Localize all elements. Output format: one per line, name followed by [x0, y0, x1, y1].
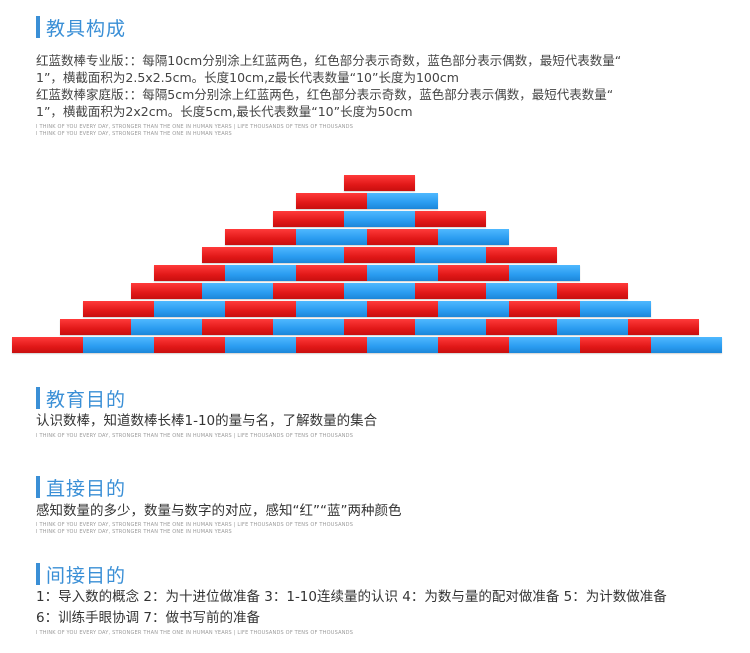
- purpose-header: 教育目的: [36, 385, 126, 411]
- red-segment: [343, 247, 415, 263]
- number-rod-1: [343, 175, 415, 191]
- number-rod-7: [130, 283, 628, 299]
- number-rod-5: [201, 247, 557, 263]
- composition-line-1: 红蓝数棒专业版：：每隔10cm分别涂上红蓝两色，红色部分表示奇数，蓝色部分表示偶…: [36, 53, 622, 68]
- number-rod-10: [12, 337, 722, 353]
- section-marker: [36, 387, 40, 409]
- purpose-title: 教育目的: [46, 388, 127, 411]
- blue-segment: [83, 337, 154, 353]
- red-segment: [343, 175, 415, 191]
- number-rod-8: [83, 301, 651, 317]
- composition-line-4: 1”，横截面积为2x2cm。长度5cm,最长代表数量“10”长度为50cm: [36, 104, 413, 119]
- red-segment: [367, 229, 438, 245]
- red-segment: [556, 283, 628, 299]
- red-segment: [201, 319, 273, 335]
- number-rod-2: [296, 193, 438, 209]
- red-segment: [272, 211, 344, 227]
- decor-caption: I THINK OF YOU EVERY DAY, STRONGER THAN …: [36, 124, 354, 130]
- blue-segment: [225, 265, 296, 281]
- composition-line-2: 1”，横截面积为2.5x2.5cm。长度10cm,z最长代表数量“10”长度为1…: [36, 70, 459, 85]
- decor-caption: I THINK OF YOU EVERY DAY, STRONGER THAN …: [36, 522, 354, 528]
- purpose-text: 认识数棒，知道数棒长棒1-10的量与名，了解数量的集合: [36, 413, 378, 429]
- red-segment: [296, 193, 367, 209]
- decor-caption: I THINK OF YOU EVERY DAY, STRONGER THAN …: [36, 131, 232, 137]
- composition-header: 教具构成: [36, 14, 126, 40]
- blue-segment: [201, 283, 273, 299]
- blue-segment: [296, 229, 367, 245]
- red-segment: [130, 283, 202, 299]
- red-segment: [154, 265, 225, 281]
- red-segment: [580, 337, 651, 353]
- red-segment: [154, 337, 225, 353]
- red-segment: [485, 247, 557, 263]
- blue-segment: [272, 247, 344, 263]
- red-segment: [367, 301, 438, 317]
- direct-title: 直接目的: [46, 477, 127, 500]
- blue-segment: [485, 283, 557, 299]
- red-segment: [485, 319, 557, 335]
- blue-segment: [343, 283, 415, 299]
- section-marker: [36, 563, 40, 585]
- blue-segment: [367, 193, 438, 209]
- number-rod-6: [154, 265, 580, 281]
- blue-segment: [414, 319, 486, 335]
- blue-segment: [130, 319, 202, 335]
- indirect-line-2: 6：训练手眼协调 7：做书写前的准备: [36, 610, 260, 626]
- blue-segment: [367, 337, 438, 353]
- number-rod-3: [272, 211, 486, 227]
- composition-line-3: 红蓝数棒家庭版：：每隔5cm分别涂上红蓝两色，红色部分表示奇数，蓝色部分表示偶数…: [36, 87, 614, 102]
- decor-caption: I THINK OF YOU EVERY DAY, STRONGER THAN …: [36, 433, 354, 439]
- blue-segment: [154, 301, 225, 317]
- blue-segment: [272, 319, 344, 335]
- section-marker: [36, 16, 40, 38]
- direct-text: 感知数量的多少，数量与数字的对应，感知“红”“蓝”两种颜色: [36, 503, 402, 519]
- indirect-title: 间接目的: [46, 564, 127, 587]
- blue-segment: [367, 265, 438, 281]
- red-segment: [59, 319, 131, 335]
- composition-title: 教具构成: [46, 17, 127, 40]
- blue-segment: [556, 319, 628, 335]
- blue-segment: [438, 301, 509, 317]
- blue-segment: [438, 229, 509, 245]
- indirect-header: 间接目的: [36, 561, 126, 587]
- red-segment: [509, 301, 580, 317]
- number-rod-4: [225, 229, 509, 245]
- red-segment: [296, 337, 367, 353]
- red-segment: [627, 319, 699, 335]
- blue-segment: [225, 337, 296, 353]
- red-segment: [201, 247, 273, 263]
- red-segment: [414, 211, 486, 227]
- blue-segment: [414, 247, 486, 263]
- indirect-line-1: 1：导入数的概念 2：为十进位做准备 3：1-10连续量的认识 4：为数与量的配…: [36, 589, 667, 605]
- red-segment: [438, 337, 509, 353]
- red-segment: [12, 337, 83, 353]
- red-segment: [83, 301, 154, 317]
- red-segment: [343, 319, 415, 335]
- blue-segment: [509, 265, 580, 281]
- red-segment: [225, 229, 296, 245]
- red-segment: [296, 265, 367, 281]
- section-marker: [36, 476, 40, 498]
- blue-segment: [343, 211, 415, 227]
- blue-segment: [296, 301, 367, 317]
- blue-segment: [580, 301, 651, 317]
- decor-caption: I THINK OF YOU EVERY DAY, STRONGER THAN …: [36, 529, 232, 535]
- blue-segment: [651, 337, 722, 353]
- blue-segment: [509, 337, 580, 353]
- number-rod-9: [59, 319, 699, 335]
- red-segment: [272, 283, 344, 299]
- red-segment: [225, 301, 296, 317]
- composition-text: 红蓝数棒专业版：：每隔10cm分别涂上红蓝两色，红色部分表示奇数，蓝色部分表示偶…: [36, 52, 736, 120]
- decor-caption: I THINK OF YOU EVERY DAY, STRONGER THAN …: [36, 630, 354, 636]
- direct-header: 直接目的: [36, 474, 126, 500]
- red-segment: [414, 283, 486, 299]
- red-segment: [438, 265, 509, 281]
